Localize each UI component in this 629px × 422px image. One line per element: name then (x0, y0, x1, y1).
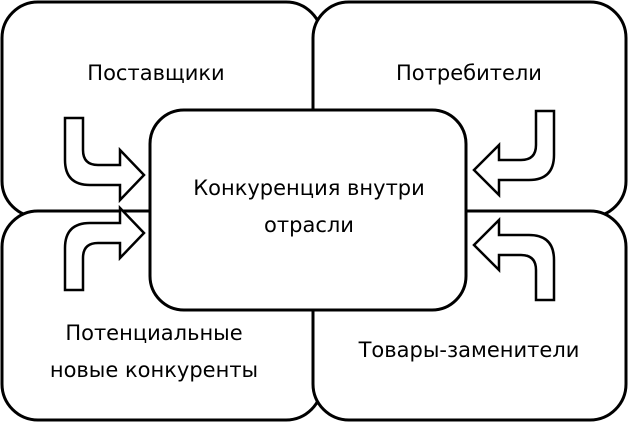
new-competitors-label-line2: новые конкуренты (50, 358, 258, 382)
industry-competition-box (148, 108, 468, 312)
new-competitors-arrow-icon (63, 204, 146, 292)
suppliers-label: Поставщики (87, 61, 224, 85)
new-competitors-label-line1: Потенциальные (65, 321, 242, 345)
substitutes-label: Товары-заменители (358, 338, 580, 362)
consumers-arrow-icon (472, 109, 556, 199)
center-label-line1: Конкуренция внутри (193, 176, 425, 200)
center-label-line2: отрасли (264, 213, 354, 237)
suppliers-arrow-icon (63, 116, 146, 204)
substitutes-arrow-icon (472, 216, 556, 302)
consumers-label: Потребители (396, 61, 542, 85)
